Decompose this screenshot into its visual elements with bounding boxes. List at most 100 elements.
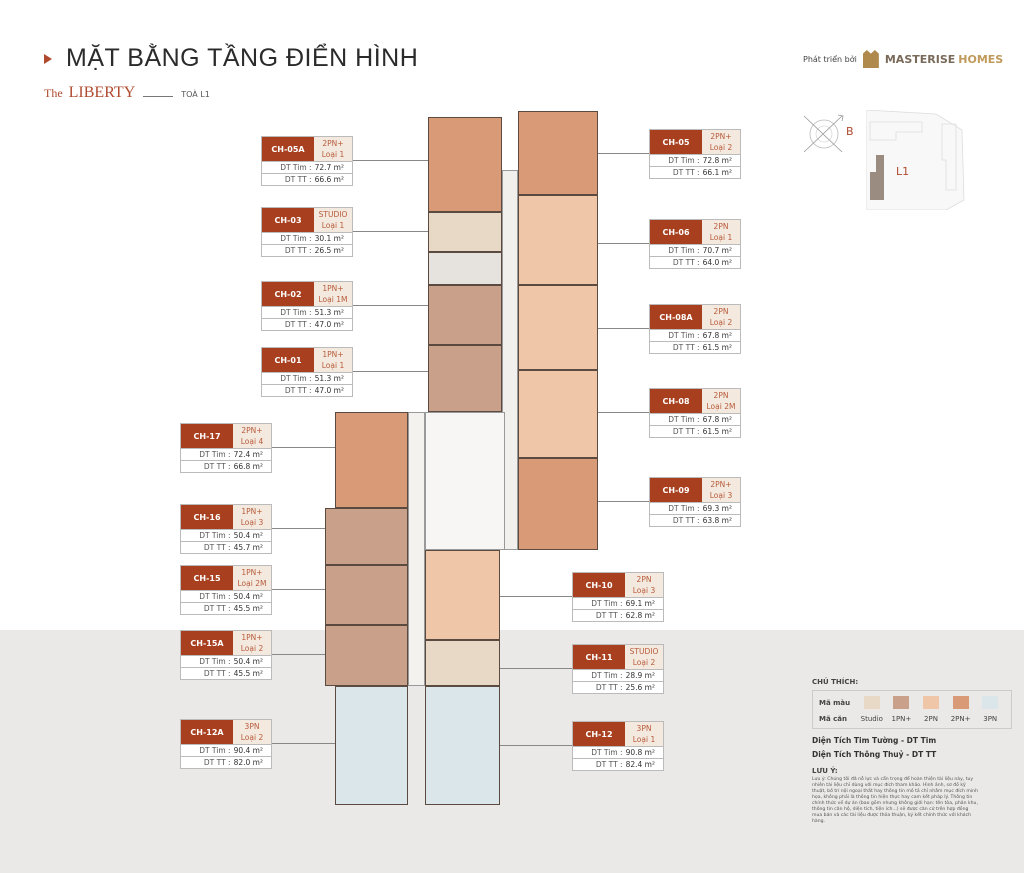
abbr-dt-tim: Diện Tích Tim Tường - DT Tim: [812, 736, 937, 745]
dt-tt-value: 45.5 m²: [233, 669, 263, 678]
unit-variant: Loại 2: [709, 143, 733, 152]
dt-tt-label: DT TT :: [595, 611, 623, 620]
divider: [143, 96, 174, 97]
dt-tim-label: DT Tim :: [280, 163, 312, 172]
leader-line: [272, 654, 325, 655]
dt-tim-label: DT Tim :: [199, 657, 231, 666]
dt-tim-label: DT Tim :: [280, 308, 312, 317]
triangle-bullet-icon: [44, 53, 52, 64]
swatch-3pn: [982, 696, 999, 709]
leader-line: [353, 371, 428, 372]
dt-tim-label: DT Tim :: [199, 531, 231, 540]
leader-line: [272, 447, 335, 448]
dt-tim-value: 70.7 m²: [702, 246, 732, 255]
unit-variant: Loại 1: [709, 233, 733, 242]
unit-type-name: STUDIO: [629, 647, 659, 656]
unit-variant: Loại 2: [240, 733, 264, 742]
dt-tim-value: 90.8 m²: [625, 748, 655, 757]
dt-tim-row: DT Tim :30.1 m²: [262, 232, 352, 244]
unit-code: CH-15: [181, 566, 233, 590]
project-prefix: The: [44, 86, 63, 100]
unit-code: CH-01: [262, 348, 314, 372]
dt-tt-value: 64.0 m²: [702, 258, 732, 267]
unit-card-ch-15a: CH-15A 1PN+Loại 2 DT Tim :50.4 m² DT TT …: [180, 630, 272, 680]
dt-tt-row: DT TT :45.5 m²: [181, 667, 271, 679]
unit-plan-block: [428, 285, 502, 345]
compass-icon: [803, 114, 844, 153]
dt-tt-row: DT TT :82.4 m²: [573, 758, 663, 770]
dt-tim-label: DT Tim :: [668, 504, 700, 513]
unit-plan-block: [325, 625, 408, 686]
unit-type-name: 2PN: [636, 575, 652, 584]
tower-label: TOÀ L1: [181, 90, 210, 99]
swatch-studio: [863, 696, 880, 709]
dt-tt-value: 61.5 m²: [702, 343, 732, 352]
dt-tt-row: DT TT :66.8 m²: [181, 460, 271, 472]
unit-variant: Loại 3: [240, 518, 264, 527]
unit-type-name: 2PN+: [710, 132, 732, 141]
unit-type: 1PN+Loại 2M: [233, 566, 271, 590]
leader-line: [598, 243, 649, 244]
swatch-1pn-plus: [893, 696, 910, 709]
dt-tim-label: DT Tim :: [591, 599, 623, 608]
leader-line: [598, 328, 649, 329]
legend-type: 2PN+: [950, 715, 971, 723]
unit-type: 1PN+Loại 1M: [314, 282, 352, 306]
unit-type: 3PN Loại 2: [233, 720, 271, 744]
unit-plan-block: [428, 117, 502, 212]
project-subtitle: The LIBERTY TOÀ L1: [44, 84, 210, 102]
leader-line: [598, 153, 649, 154]
dt-tt-label: DT TT :: [284, 175, 312, 184]
dt-tim-value: 51.3 m²: [314, 308, 344, 317]
unit-type-name: 3PN: [244, 722, 260, 731]
unit-code: CH-12A: [181, 720, 233, 744]
dt-tt-value: 62.8 m²: [625, 611, 655, 620]
dt-tt-label: DT TT :: [595, 683, 623, 692]
developed-by-text: Phát triển bởi: [803, 54, 857, 64]
unit-card-ch-17: CH-17 2PN+Loại 4 DT Tim :72.4 m² DT TT :…: [180, 423, 272, 473]
leader-line: [500, 668, 572, 669]
dt-tt-row: DT TT :66.1 m²: [650, 166, 740, 178]
unit-type: 1PN+Loại 2: [233, 631, 271, 655]
unit-code: CH-05: [650, 130, 702, 154]
leader-line: [353, 305, 428, 306]
dt-tim-value: 50.4 m²: [233, 657, 263, 666]
dt-tt-value: 61.5 m²: [702, 427, 732, 436]
unit-variant: Loại 2M: [706, 402, 736, 411]
swatch-2pn: [922, 696, 939, 709]
unit-card-ch-01: CH-01 1PN+Loại 1 DT Tim :51.3 m² DT TT :…: [261, 347, 353, 397]
dt-tt-row: DT TT :25.6 m²: [573, 681, 663, 693]
unit-plan-block: [335, 686, 408, 805]
unit-code: CH-06: [650, 220, 702, 244]
abbr-dt-tt: Diện Tích Thông Thuỷ - DT TT: [812, 750, 937, 759]
unit-type-name: 1PN+: [322, 284, 344, 293]
unit-type-name: 1PN+: [241, 568, 263, 577]
dt-tt-row: DT TT :61.5 m²: [650, 341, 740, 353]
dt-tt-row: DT TT :64.0 m²: [650, 256, 740, 268]
unit-plan-block: [518, 285, 598, 370]
unit-plan-block: [428, 252, 502, 285]
unit-code: CH-11: [573, 645, 625, 669]
tower-keyplan-label: L1: [896, 165, 910, 178]
dt-tt-value: 47.0 m²: [314, 386, 344, 395]
unit-type-name: 2PN+: [241, 426, 263, 435]
disclaimer-note: Lưu ý: Chúng tôi đã nỗ lực và cẩn trọng …: [812, 777, 978, 824]
dt-tim-value: 90.4 m²: [233, 746, 263, 755]
dt-tim-row: DT Tim :72.7 m²: [262, 161, 352, 173]
unit-plan-block: [518, 111, 598, 195]
unit-code: CH-16: [181, 505, 233, 529]
dt-tim-label: DT Tim :: [280, 374, 312, 383]
dt-tim-value: 72.8 m²: [702, 156, 732, 165]
dt-tim-row: DT Tim :69.1 m²: [573, 597, 663, 609]
unit-card-ch-05: CH-05 2PN+ Loại 2 DT Tim :72.8 m² DT TT :…: [649, 129, 741, 179]
unit-card-ch-15: CH-15 1PN+Loại 2M DT Tim :50.4 m² DT TT …: [180, 565, 272, 615]
dt-tim-row: DT Tim :72.8 m²: [650, 154, 740, 166]
dt-tim-label: DT Tim :: [668, 246, 700, 255]
